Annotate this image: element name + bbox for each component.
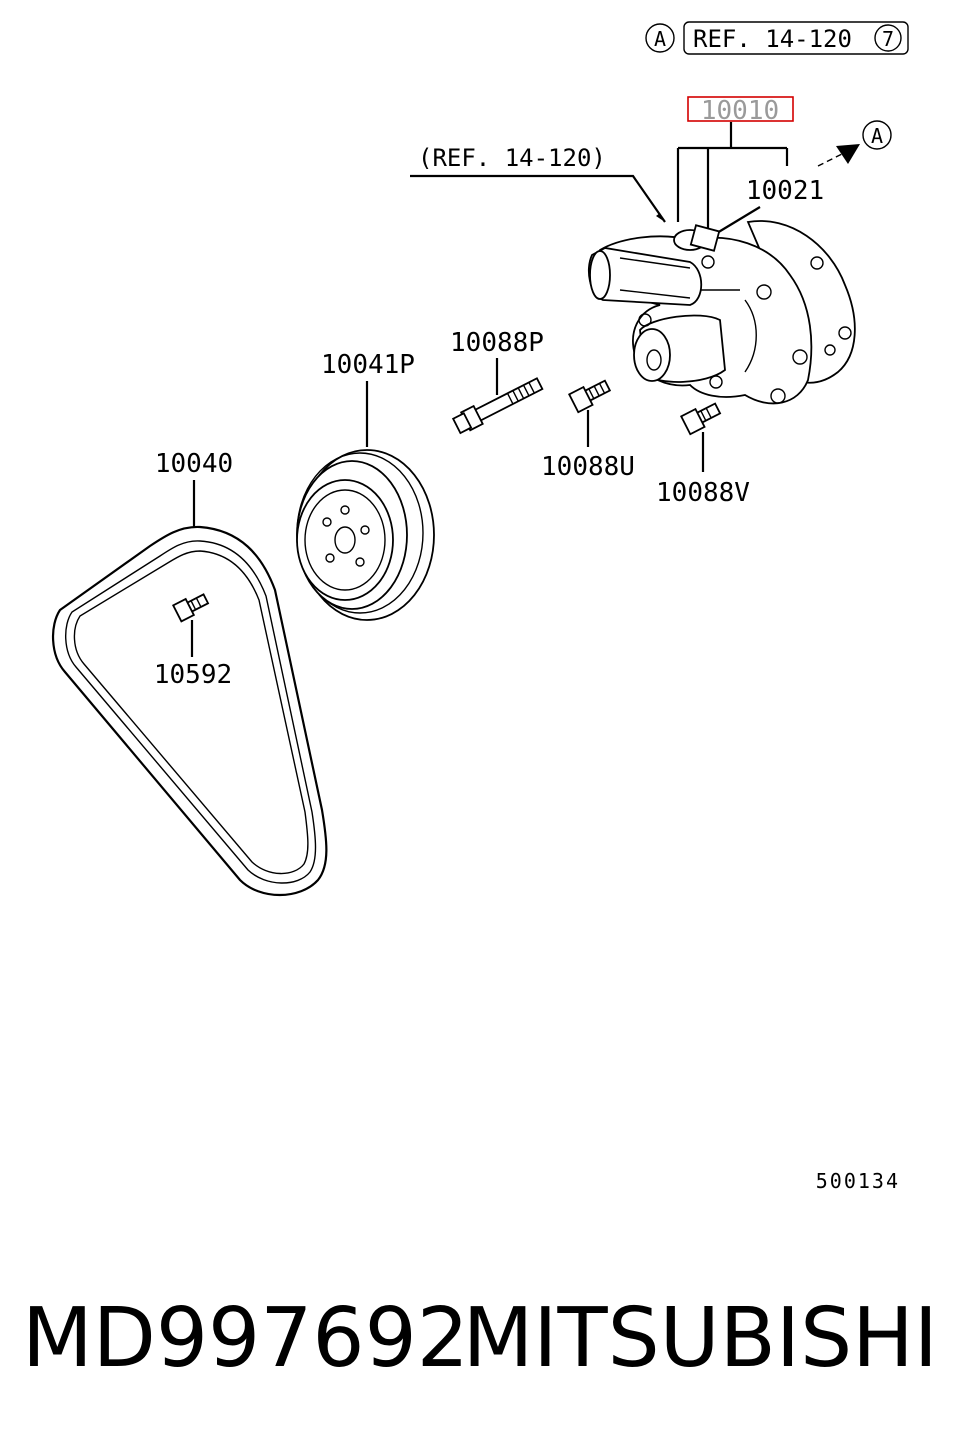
ref-box-circle — [874, 24, 902, 52]
ref-leader-arrowhead — [656, 213, 665, 222]
callout-label-10041p: 10041P — [321, 350, 415, 380]
callout-label-10088p: 10088P — [450, 328, 544, 358]
ref-box-text: REF. 14-120 — [693, 25, 852, 53]
water-pump[interactable] — [588, 220, 856, 405]
callout-label-10088v: 10088V — [656, 478, 750, 508]
bolt-long — [451, 377, 544, 435]
header-ref: A REF. 14-120 7 — [645, 21, 909, 55]
callout-label-10040: 10040 — [155, 449, 233, 479]
ref-leader-text: (REF. 14-120) — [418, 144, 606, 172]
arrow-to-a: A — [817, 120, 892, 167]
bolt-v — [679, 402, 722, 436]
ref-box-circle-number: 7 — [882, 27, 894, 51]
callout-label-10010: 10010 — [701, 96, 779, 126]
callout-label-10021: 10021 — [746, 176, 824, 206]
callout-10088v[interactable]: 10088V — [656, 400, 750, 508]
v-belt — [51, 525, 328, 897]
arrow-circle-letter: A — [871, 124, 883, 148]
callout-10088p[interactable]: 10088P — [450, 328, 544, 435]
arrow-circle-a — [862, 120, 892, 150]
callout-10040[interactable]: 10040 — [51, 449, 328, 897]
callout-10592[interactable]: 10592 — [154, 591, 232, 690]
footer-part-number: MD997692 — [22, 1291, 469, 1386]
pump-inlet-pipe — [588, 247, 703, 306]
footer-brand: MITSUBISHI — [463, 1291, 938, 1386]
callout-label-10088u: 10088U — [541, 452, 635, 482]
callout-10041p[interactable]: 10041P — [296, 350, 435, 621]
diagram-code: 500134 — [816, 1169, 900, 1193]
bolt-u — [567, 379, 612, 414]
ref-leader-line — [410, 174, 666, 223]
arrow-dash — [817, 151, 847, 167]
ref-circle-a — [645, 23, 675, 53]
bolt-small — [171, 593, 210, 623]
callout-10088u[interactable]: 10088U — [541, 377, 635, 482]
callout-ref: (REF. 14-120) — [410, 144, 666, 223]
callout-10010[interactable]: 10010 — [676, 96, 794, 228]
callout-leader-10010 — [676, 122, 789, 228]
highlight-box — [687, 96, 794, 122]
pulley — [296, 449, 435, 621]
ref-box — [683, 21, 909, 55]
ref-circle-letter: A — [654, 27, 666, 51]
arrow-head — [836, 144, 860, 164]
callout-label-10592: 10592 — [154, 660, 232, 690]
